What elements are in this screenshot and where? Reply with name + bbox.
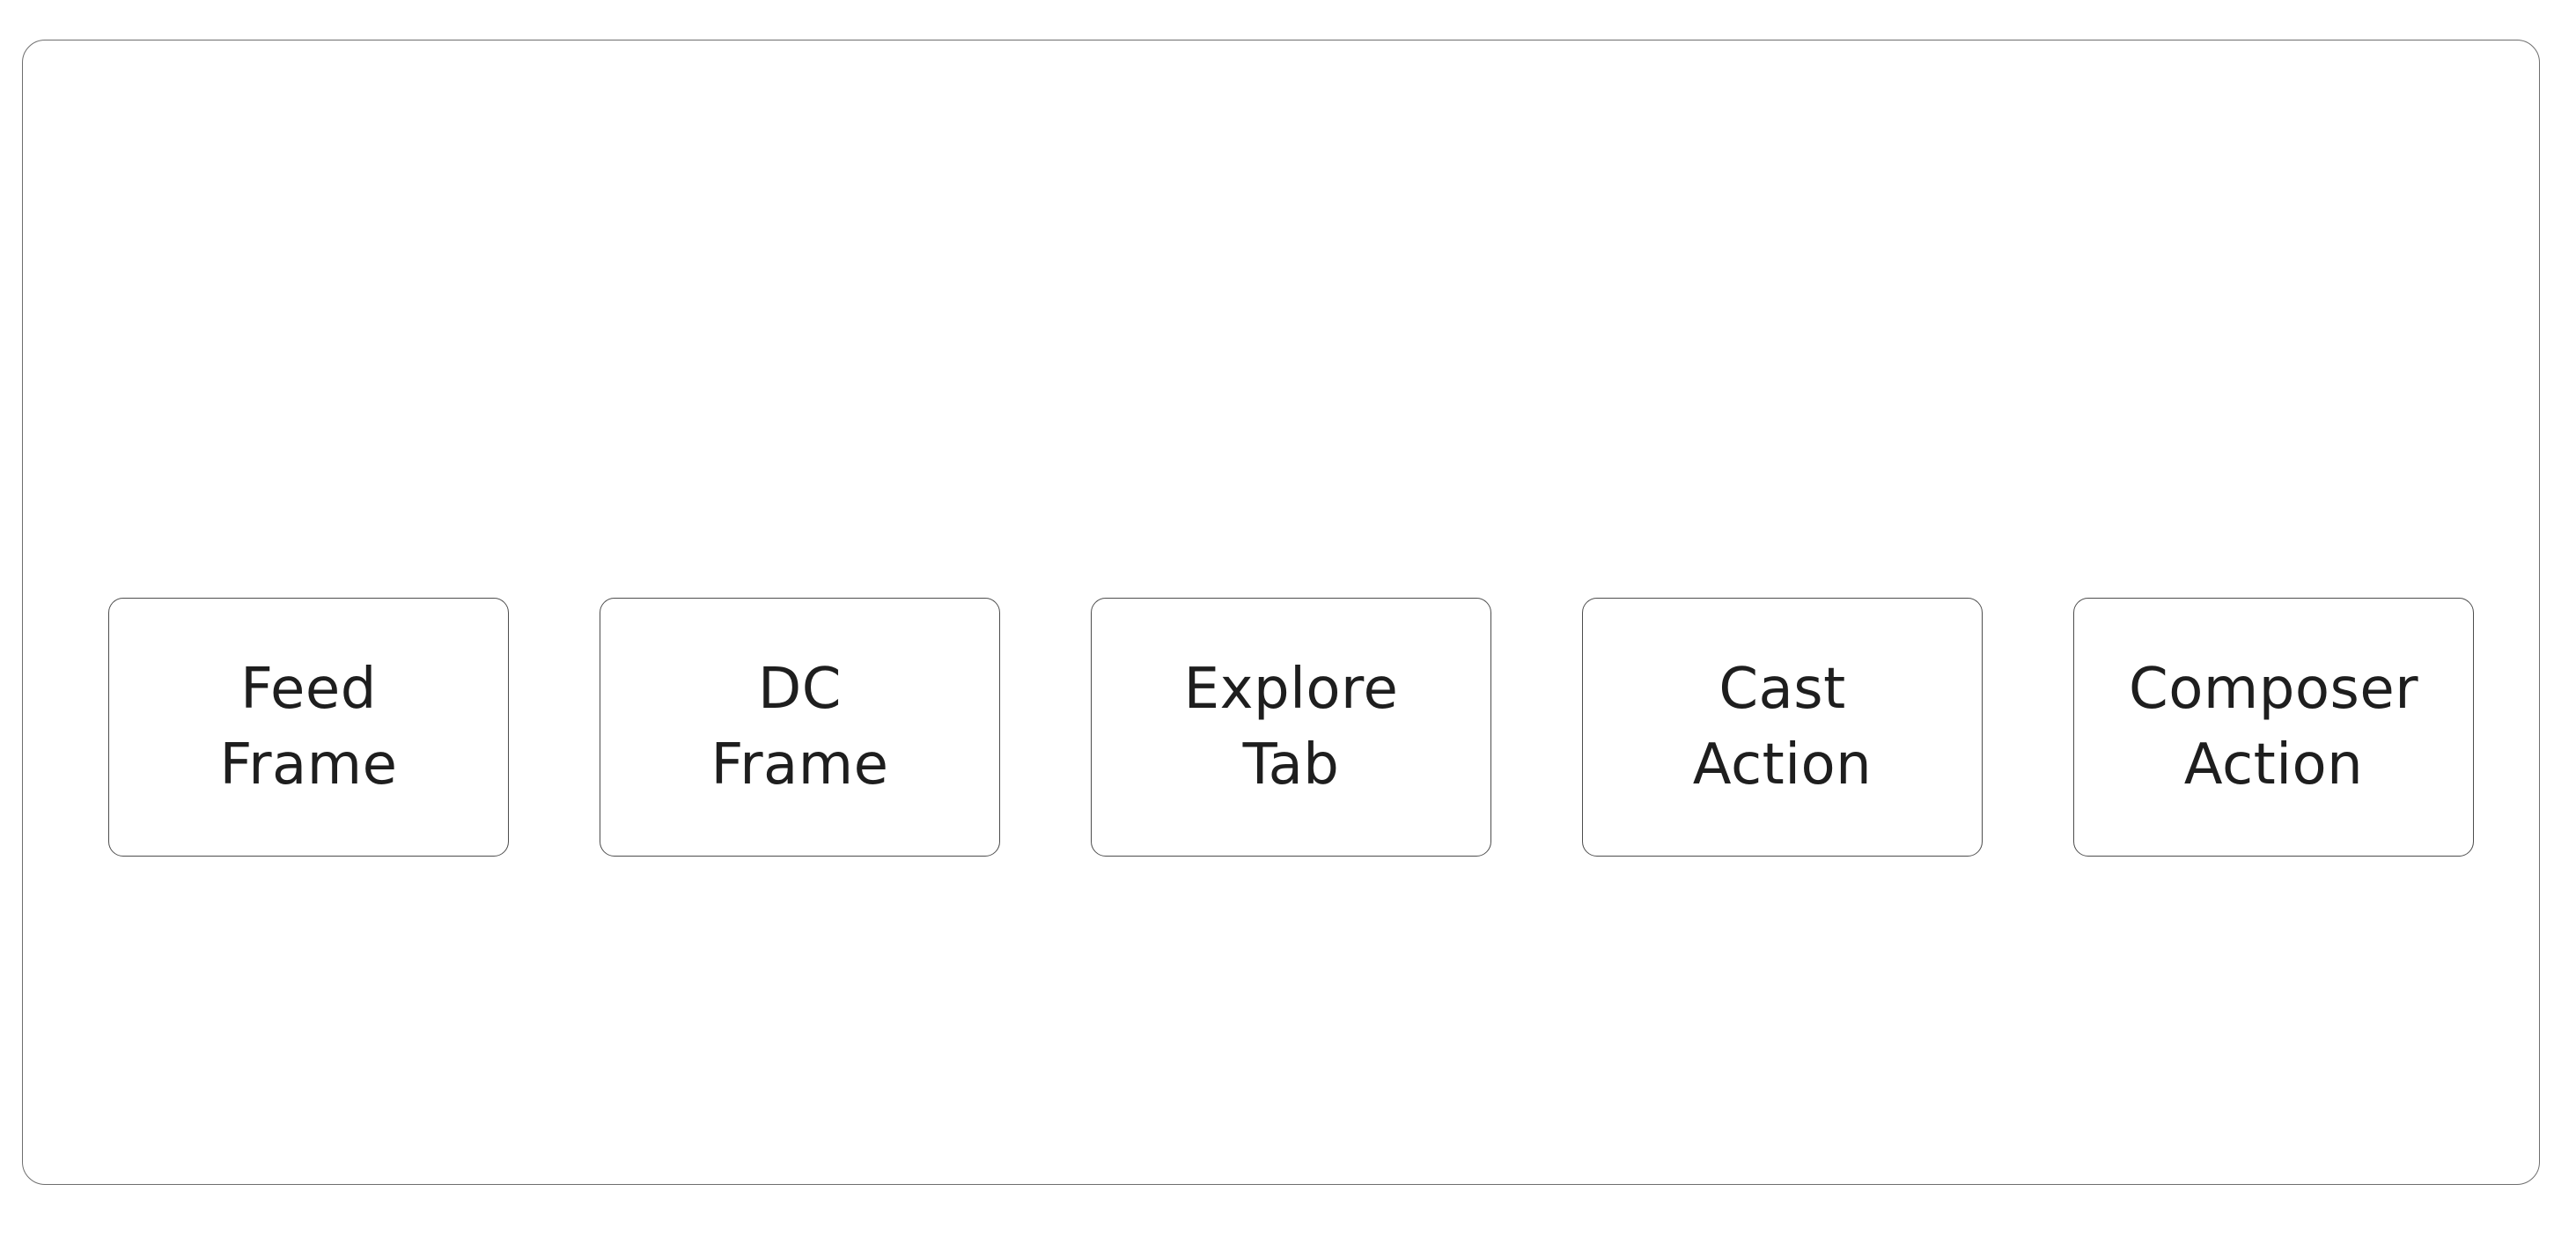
node-feed-frame: Feed Frame <box>108 598 509 857</box>
node-cast-action: Cast Action <box>1582 598 1983 857</box>
nodes-row: Feed Frame DC Frame Explore Tab Cast Act… <box>108 598 2474 857</box>
node-explore-tab: Explore Tab <box>1091 598 1491 857</box>
node-feed-frame-label: Feed Frame <box>219 656 398 798</box>
node-dc-frame: DC Frame <box>600 598 1000 857</box>
node-explore-tab-label: Explore Tab <box>1183 656 1399 798</box>
node-composer-action-label: Composer Action <box>2129 656 2418 798</box>
outer-frame: Feed Frame DC Frame Explore Tab Cast Act… <box>22 40 2540 1185</box>
node-composer-action: Composer Action <box>2073 598 2474 857</box>
node-cast-action-label: Cast Action <box>1692 656 1873 798</box>
node-dc-frame-label: DC Frame <box>710 656 889 798</box>
